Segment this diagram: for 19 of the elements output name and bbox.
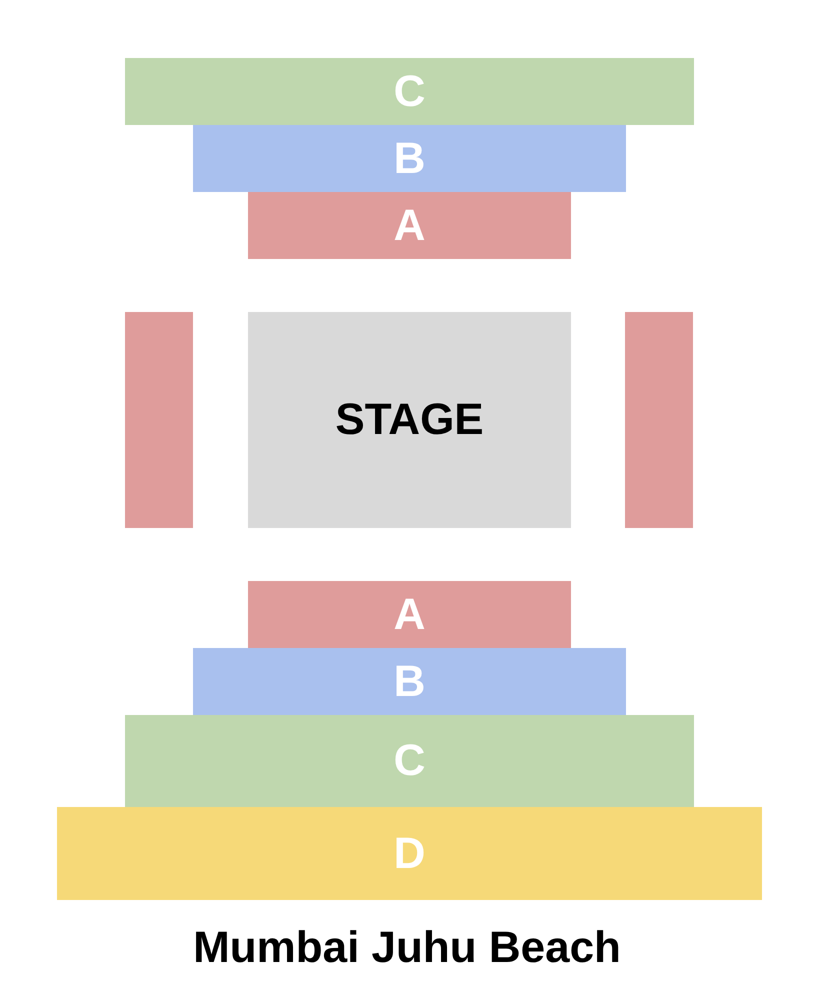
seating-section <box>57 807 762 900</box>
stage-label: STAGE <box>335 398 484 442</box>
venue-title: Mumbai Juhu Beach <box>192 922 622 974</box>
section-label: B <box>394 660 426 704</box>
seating-section <box>193 648 626 715</box>
stage-area <box>248 312 571 528</box>
section-label: B <box>394 136 426 180</box>
section-label: A <box>394 592 426 636</box>
section-label: C <box>394 739 426 783</box>
side-seating-section <box>625 312 693 528</box>
seating-section <box>125 58 694 125</box>
section-label: C <box>394 70 426 114</box>
seating-section <box>248 581 571 648</box>
section-label: A <box>394 204 426 248</box>
seating-section <box>193 125 626 192</box>
side-seating-section <box>125 312 193 528</box>
seating-section <box>125 715 694 807</box>
section-label: D <box>394 832 426 876</box>
seating-section <box>248 192 571 259</box>
